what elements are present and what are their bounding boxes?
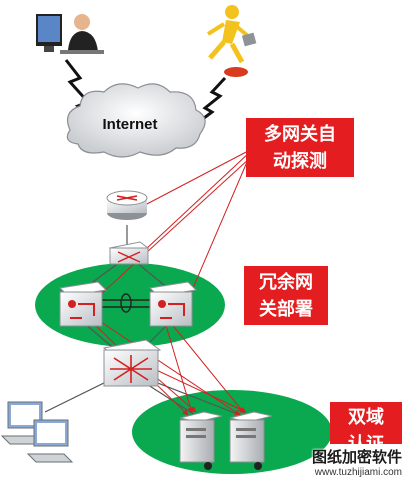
lightning-link-right — [195, 76, 227, 126]
firewall-gateway-icon — [58, 281, 108, 327]
server-icon — [229, 411, 273, 470]
callout-line: 多网关自 — [264, 124, 336, 145]
multi-gateway-detection-label: 多网关自 动探测 — [246, 118, 354, 177]
switch-icon — [108, 241, 150, 265]
probe-lines — [99, 149, 251, 296]
watermark-title: 图纸加密软件 — [311, 448, 402, 466]
redundant-gateway-label: 冗余网 关部署 — [244, 266, 328, 325]
callout-line: 关部署 — [259, 299, 313, 320]
cloud-label: Internet — [102, 116, 157, 133]
watermark-url: www.tuzhijiami.com — [314, 467, 402, 478]
server-icon — [179, 411, 223, 470]
mobile-user-icon — [206, 5, 257, 77]
dual-domain-auth-label: 双域 认证 — [330, 402, 402, 444]
watermark: 图纸加密软件 www.tuzhijiami.com — [312, 446, 402, 478]
callout-line: 动探测 — [273, 151, 327, 172]
heartbeat-link — [102, 293, 150, 313]
core-switch-icon — [102, 339, 162, 387]
office-user-icon — [36, 14, 104, 54]
callout-line: 认证 — [330, 431, 402, 444]
cloud-icon: Internet — [66, 83, 206, 158]
callout-line: 冗余网 — [259, 272, 313, 293]
callout-line: 双域 — [348, 407, 384, 428]
firewall-gateway-icon — [148, 281, 198, 327]
workstation-icon — [26, 419, 74, 463]
router-icon — [106, 190, 148, 220]
